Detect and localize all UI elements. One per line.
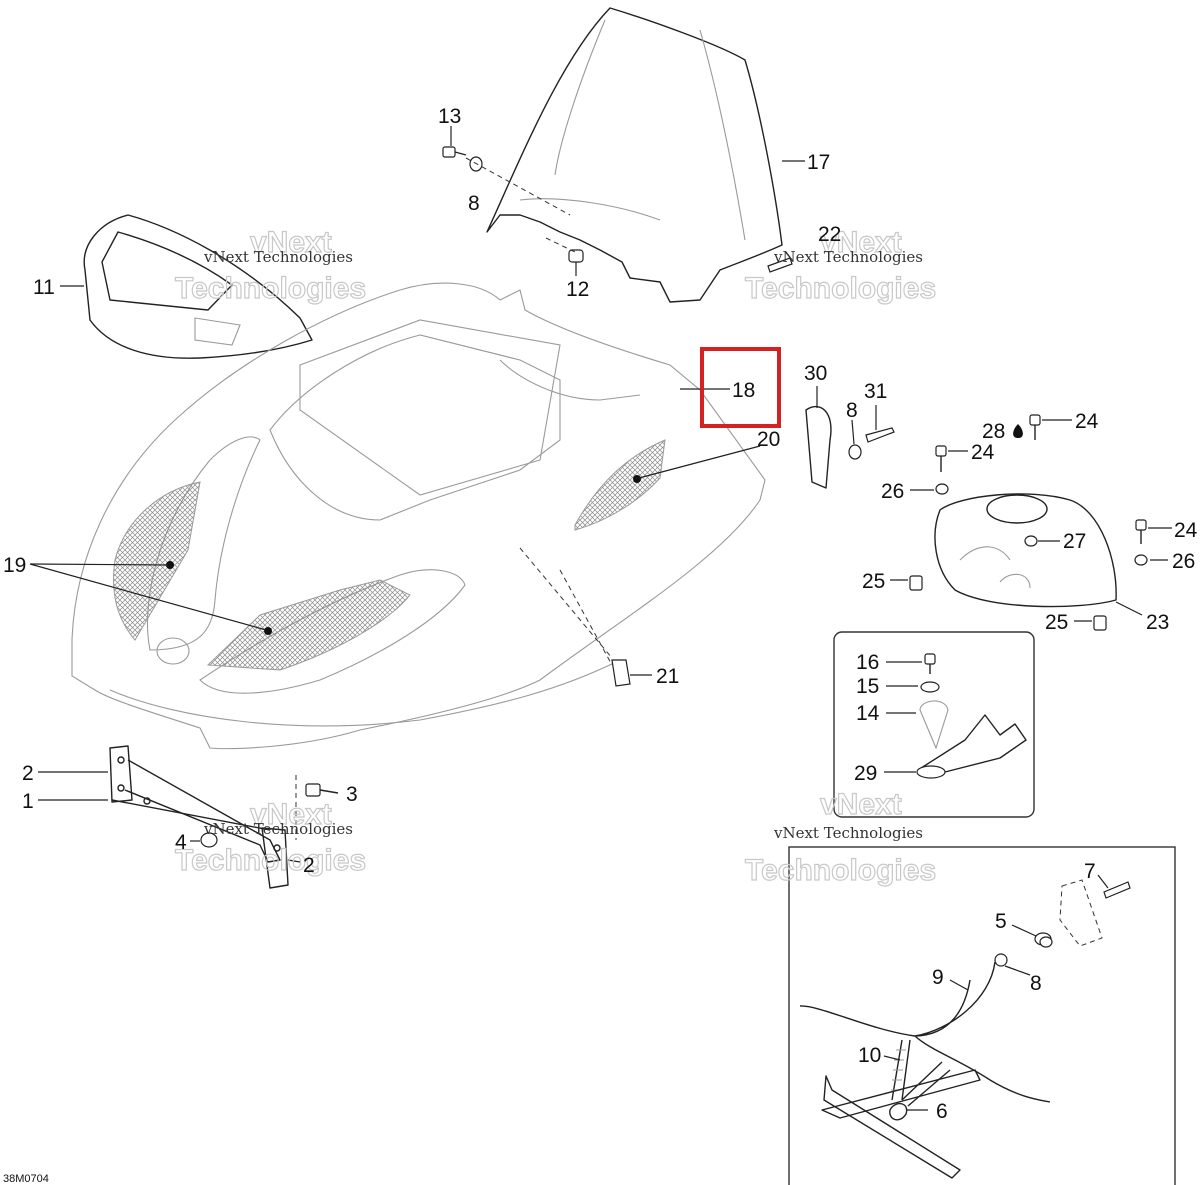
washer-26a[interactable] <box>935 483 949 495</box>
watermark-1: vNext Technologies vNext Technologies <box>174 225 366 305</box>
callout-29[interactable]: 29 <box>854 762 877 785</box>
svg-text:Technologies: Technologies <box>175 272 366 305</box>
grille-19-left[interactable] <box>113 481 201 641</box>
bushing-4[interactable] <box>200 832 218 848</box>
callout-7[interactable]: 7 <box>1084 860 1096 883</box>
callout-8[interactable]: 8 <box>1030 972 1042 995</box>
cone-14[interactable] <box>919 700 949 750</box>
callout-15[interactable]: 15 <box>856 675 879 698</box>
screw-24c[interactable] <box>1135 519 1147 544</box>
drop-28[interactable] <box>1013 424 1023 438</box>
rivet-7[interactable] <box>1103 881 1131 899</box>
nut-12[interactable] <box>568 249 584 263</box>
callout-18[interactable]: 18 <box>732 379 755 402</box>
callout-4[interactable]: 4 <box>175 831 187 854</box>
svg-text:vNext Technologies: vNext Technologies <box>203 820 353 838</box>
cable-9[interactable] <box>799 961 1051 1103</box>
callout-12[interactable]: 12 <box>566 278 589 301</box>
callout-3[interactable]: 3 <box>346 783 358 806</box>
screw-13[interactable] <box>442 146 467 158</box>
callout-23[interactable]: 23 <box>1146 611 1169 634</box>
callout-14[interactable]: 14 <box>856 702 880 725</box>
bolt-3[interactable] <box>305 783 339 797</box>
callout-13[interactable]: 13 <box>438 105 461 128</box>
callout-31[interactable]: 31 <box>864 380 887 403</box>
callout-8[interactable]: 8 <box>468 192 480 215</box>
callout-26[interactable]: 26 <box>1172 550 1195 573</box>
washer-26b[interactable] <box>1134 554 1148 566</box>
callout-24[interactable]: 24 <box>1075 410 1099 433</box>
svg-text:Technologies: Technologies <box>745 272 936 305</box>
callout-28[interactable]: 28 <box>982 420 1005 443</box>
bracket-29[interactable] <box>916 714 1027 779</box>
callout-22[interactable]: 22 <box>818 223 841 246</box>
plate-7[interactable] <box>1059 879 1103 947</box>
callout-25[interactable]: 25 <box>862 570 885 593</box>
callout-21[interactable]: 21 <box>656 665 679 688</box>
svg-text:vNext Technologies: vNext Technologies <box>773 248 923 266</box>
washer-8-cable[interactable] <box>994 953 1008 967</box>
rivet-31[interactable] <box>865 427 895 443</box>
screw-24b[interactable] <box>1029 414 1041 440</box>
callout-30[interactable]: 30 <box>804 362 827 385</box>
spring-clip-5[interactable] <box>1034 932 1053 948</box>
callout-8[interactable]: 8 <box>846 399 858 422</box>
callout-27[interactable]: 27 <box>1063 530 1086 553</box>
callout-5[interactable]: 5 <box>995 910 1007 933</box>
svg-text:vNext: vNext <box>820 226 902 259</box>
callout-1[interactable]: 1 <box>22 790 34 813</box>
watermark-3: vNext Technologies vNext Technologies <box>174 797 366 877</box>
callout-9[interactable]: 9 <box>932 966 944 989</box>
spacer-25b[interactable] <box>1093 615 1107 631</box>
callout-11[interactable]: 11 <box>33 276 55 299</box>
frame-6[interactable] <box>821 1069 981 1179</box>
washer-8-side[interactable] <box>848 444 862 460</box>
svg-text:vNext Technologies: vNext Technologies <box>773 824 923 842</box>
svg-text:Technologies: Technologies <box>745 854 936 887</box>
diagram-code: 38M0704 <box>3 1173 49 1185</box>
callout-24[interactable]: 24 <box>971 441 995 464</box>
callout-2[interactable]: 2 <box>22 762 34 785</box>
callout-26[interactable]: 26 <box>881 480 904 503</box>
inset-box-cable <box>788 846 1176 1185</box>
callout-6[interactable]: 6 <box>936 1100 948 1123</box>
callout-25[interactable]: 25 <box>1045 611 1068 634</box>
grille-19-center[interactable] <box>206 579 411 671</box>
hinge-bracket[interactable] <box>109 745 289 889</box>
svg-text:vNext: vNext <box>250 798 332 831</box>
screw-16[interactable] <box>924 653 936 674</box>
callout-24[interactable]: 24 <box>1174 519 1198 542</box>
svg-text:Technologies: Technologies <box>175 844 366 877</box>
watermark-4: vNext Technologies vNext Technologies <box>744 787 936 887</box>
callout-10[interactable]: 10 <box>858 1044 881 1067</box>
callout-19[interactable]: 19 <box>3 554 26 577</box>
svg-text:vNext Technologies: vNext Technologies <box>203 248 353 266</box>
deflector-30[interactable] <box>805 405 832 489</box>
callout-20[interactable]: 20 <box>757 428 780 451</box>
inset-box-bumper <box>833 631 1035 818</box>
highlight-box-18 <box>700 347 781 428</box>
svg-text:vNext: vNext <box>820 788 902 821</box>
grommet-27[interactable] <box>1024 535 1038 547</box>
svg-text:vNext: vNext <box>250 226 332 259</box>
screw-24a[interactable] <box>935 445 947 472</box>
callout-2[interactable]: 2 <box>303 854 315 877</box>
washer-15[interactable] <box>920 681 940 693</box>
watermark-2: vNext Technologies vNext Technologies <box>744 225 936 305</box>
intake-silencer[interactable] <box>934 493 1117 608</box>
callout-16[interactable]: 16 <box>856 651 879 674</box>
windshield[interactable] <box>486 7 783 303</box>
spacer-25a[interactable] <box>909 575 923 591</box>
callout-17[interactable]: 17 <box>807 151 830 174</box>
grille-20[interactable] <box>574 439 666 531</box>
clip-21[interactable] <box>611 659 631 687</box>
clip-22[interactable] <box>767 257 793 273</box>
console-cover[interactable] <box>83 214 313 359</box>
